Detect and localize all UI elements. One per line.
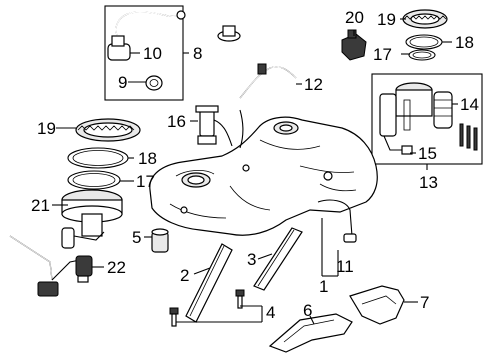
callout-12: 12 <box>304 75 323 94</box>
lock-ring-19-left <box>75 118 141 142</box>
callout-20: 20 <box>345 8 364 27</box>
callout-22: 22 <box>107 258 126 277</box>
callout-1: 1 <box>319 277 328 296</box>
callout-5: 5 <box>132 228 141 247</box>
callout-13: 13 <box>419 173 438 192</box>
connector-22 <box>75 255 93 283</box>
strap-3 <box>253 227 303 291</box>
callout-17-top: 17 <box>373 45 392 64</box>
fuel-filter-14 <box>433 91 478 151</box>
clip-20 <box>341 29 367 61</box>
fuel-tank-1 <box>149 116 378 243</box>
seal-17-top <box>408 49 436 61</box>
valve-16 <box>195 105 233 147</box>
callout-17-left: 17 <box>136 172 155 191</box>
inset-box-13 <box>371 73 483 170</box>
plug-5 <box>151 228 169 253</box>
callout-2: 2 <box>180 266 189 285</box>
callout-4: 4 <box>266 303 275 322</box>
callout-6: 6 <box>303 301 312 320</box>
callout-18-left: 18 <box>138 149 157 168</box>
callout-19-left: 19 <box>37 119 56 138</box>
shield-7 <box>349 285 405 325</box>
callout-numbers: 1 2 3 4 5 6 7 8 9 10 11 12 13 14 15 16 1… <box>31 8 479 322</box>
callout-8: 8 <box>193 44 202 63</box>
sender-unit-21 <box>61 189 123 249</box>
bolt-4a <box>169 307 179 327</box>
callout-16: 16 <box>167 112 186 131</box>
strap-2 <box>185 243 233 323</box>
seal-17-left <box>67 170 121 190</box>
callout-9: 9 <box>118 73 127 92</box>
filler-neck <box>217 25 244 149</box>
seal-18-top <box>405 34 443 50</box>
seal-ring-9 <box>145 75 163 91</box>
callout-7: 7 <box>420 293 429 312</box>
vent-line-12 <box>239 63 297 99</box>
callout-10: 10 <box>143 44 162 63</box>
callout-19-top: 19 <box>377 10 396 29</box>
bolt-4b <box>235 289 245 309</box>
leader-lines <box>52 18 458 325</box>
inset-box-8 <box>104 5 189 101</box>
callout-11: 11 <box>336 257 354 276</box>
fuel-pump-module <box>379 82 433 155</box>
shield-6 <box>268 313 353 353</box>
callout-21: 21 <box>31 196 50 215</box>
callout-14: 14 <box>460 95 479 114</box>
callout-18-top: 18 <box>455 33 474 52</box>
lock-ring-19-top <box>402 9 448 29</box>
vent-hose-assembly <box>107 10 186 61</box>
seal-18-left <box>67 147 129 169</box>
callout-15: 15 <box>418 144 437 163</box>
callout-3: 3 <box>247 250 256 269</box>
